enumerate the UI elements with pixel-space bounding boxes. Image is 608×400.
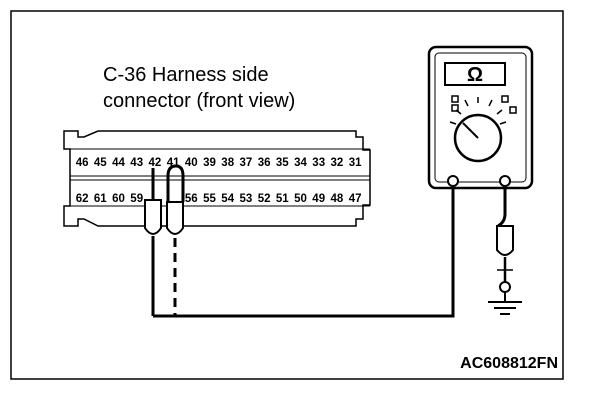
connector-housing <box>63 130 371 227</box>
pin-label-38: 38 <box>221 157 234 169</box>
pin-label-60: 60 <box>112 193 125 205</box>
mode-indicator-3 <box>501 95 509 103</box>
ground-probe-handle <box>496 225 514 256</box>
pin-label-52: 52 <box>258 193 271 205</box>
meter-display-symbol: Ω <box>467 64 483 86</box>
pin-label-35: 35 <box>276 157 289 169</box>
mode-indicator-2 <box>451 104 459 112</box>
connector-title-line-1: C-36 Harness side <box>103 64 269 86</box>
pin-label-44: 44 <box>112 157 125 169</box>
pin-label-42: 42 <box>149 157 162 169</box>
pin-label-47: 47 <box>349 193 362 205</box>
pin-label-49: 49 <box>312 193 325 205</box>
dial-pointer <box>462 122 479 139</box>
pin-label-45: 45 <box>94 157 107 169</box>
pin-label-55: 55 <box>203 193 216 205</box>
pin-label-54: 54 <box>221 193 234 205</box>
probe-hook-dashed <box>166 164 185 202</box>
pin-label-50: 50 <box>294 193 307 205</box>
figure-code: AC608812FN <box>460 355 558 372</box>
pin-label-36: 36 <box>258 157 271 169</box>
meter-inner-panel <box>434 52 527 183</box>
pin-label-40: 40 <box>185 157 198 169</box>
v-ohm-terminal <box>499 175 511 187</box>
dial-ticks <box>449 97 507 125</box>
probe-leads <box>144 164 455 318</box>
pin-label-46: 46 <box>76 157 89 169</box>
pin-label-53: 53 <box>240 193 253 205</box>
pin-label-43: 43 <box>130 157 143 169</box>
ground-probe <box>488 186 522 315</box>
pin-label-62: 62 <box>76 193 89 205</box>
mode-indicator-1 <box>451 95 459 103</box>
pin-label-32: 32 <box>331 157 344 169</box>
pin-label-51: 51 <box>276 193 289 205</box>
probe-tip-solid <box>144 199 162 235</box>
bottom-row-pins: 62 61 60 59 56 55 54 53 52 51 50 49 48 47 <box>76 193 362 205</box>
ohmmeter: Ω <box>427 45 534 190</box>
pin-label-34: 34 <box>294 157 307 169</box>
meter-display <box>444 62 506 86</box>
figure-frame <box>10 10 564 380</box>
pin-label-61: 61 <box>94 193 107 205</box>
lead-to-meter-com <box>153 186 455 318</box>
pin-label-39: 39 <box>203 157 216 169</box>
pin-label-37: 37 <box>240 157 253 169</box>
pin-label-48: 48 <box>331 193 344 205</box>
pin-label-59: 59 <box>130 193 143 205</box>
pin-label-56: 56 <box>185 193 198 205</box>
connector-title-line-2: connector (front view) <box>103 90 296 112</box>
pin-label-33: 33 <box>312 157 325 169</box>
probe-tip-dashed <box>166 201 184 235</box>
pin-label-31: 31 <box>349 157 362 169</box>
mode-indicator-4 <box>509 106 517 114</box>
com-terminal <box>447 175 459 187</box>
